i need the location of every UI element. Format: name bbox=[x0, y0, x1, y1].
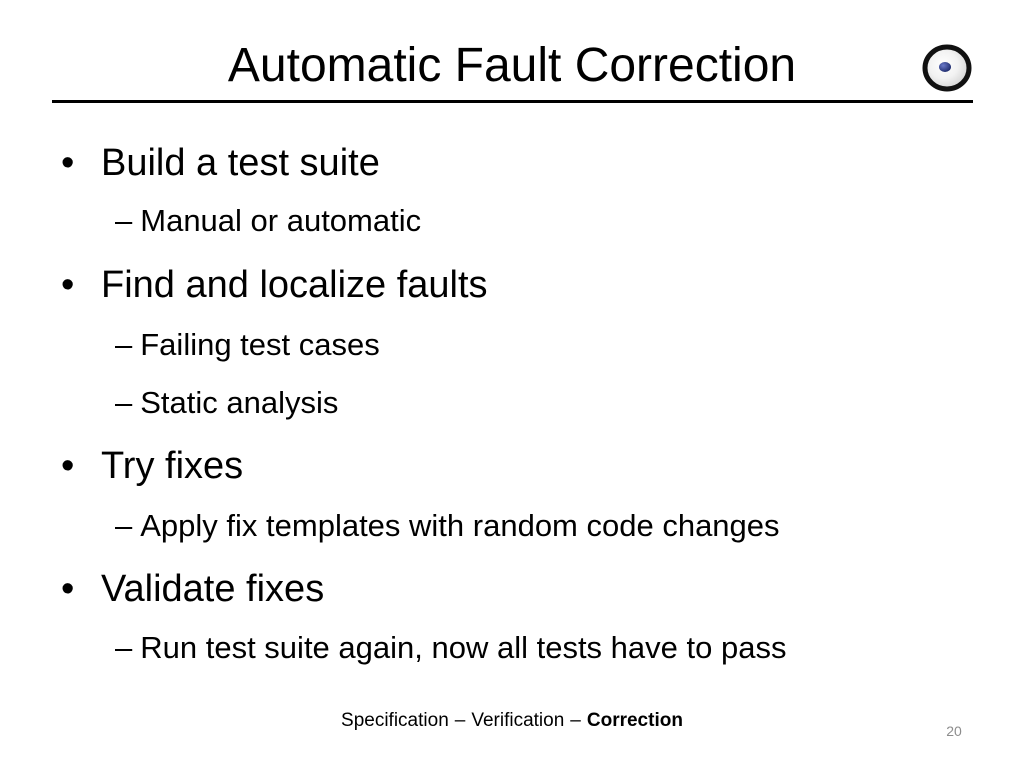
sub-bullet-text: Static analysis bbox=[140, 385, 339, 420]
bullet-item: • Build a test suite bbox=[61, 141, 380, 185]
sub-bullet-text: Apply fix templates with random code cha… bbox=[140, 508, 780, 543]
dash-marker: – bbox=[115, 385, 133, 420]
footer-specification: Specification bbox=[341, 710, 449, 731]
sub-bullet-text: Failing test cases bbox=[140, 327, 380, 362]
bullet-item: • Find and localize faults bbox=[61, 263, 488, 307]
bullet-item: • Validate fixes bbox=[61, 567, 325, 611]
bullet-item: • Try fixes bbox=[61, 444, 244, 488]
dash-marker: – bbox=[115, 327, 133, 362]
footer-verification: Verification bbox=[471, 710, 565, 731]
slide-title: Automatic Fault Correction bbox=[227, 39, 797, 92]
bullet-marker: • bbox=[61, 142, 75, 184]
bullet-text: Validate fixes bbox=[101, 568, 325, 610]
sub-bullet-item: –Failing test cases bbox=[115, 326, 380, 364]
bullet-text: Try fixes bbox=[101, 445, 244, 487]
footer-separator: – bbox=[570, 710, 581, 731]
bullet-marker: • bbox=[61, 264, 75, 306]
dash-marker: – bbox=[115, 630, 133, 665]
sub-bullet-item: –Static analysis bbox=[115, 384, 338, 422]
bullet-list: • Build a test suite –Manual or automati… bbox=[61, 141, 786, 667]
footer-correction: Correction bbox=[586, 710, 683, 731]
slide-footer: Specification–Verification–Correction bbox=[0, 708, 1024, 734]
sub-bullet-text: Manual or automatic bbox=[140, 203, 422, 238]
dash-marker: – bbox=[115, 508, 133, 543]
title-underline bbox=[52, 100, 973, 103]
page-number: 20 bbox=[946, 723, 962, 739]
bullet-marker: • bbox=[61, 568, 75, 610]
sub-bullet-item: –Apply fix templates with random code ch… bbox=[115, 507, 780, 545]
bullet-text: Find and localize faults bbox=[101, 264, 488, 306]
dash-marker: – bbox=[115, 203, 133, 238]
sub-bullet-item: –Run test suite again, now all tests hav… bbox=[115, 629, 786, 667]
sub-bullet-item: –Manual or automatic bbox=[115, 202, 421, 240]
sub-bullet-text: Run test suite again, now all tests have… bbox=[140, 630, 787, 665]
eiffel-ellipse-logo-icon bbox=[917, 37, 973, 97]
bullet-text: Build a test suite bbox=[101, 142, 380, 184]
footer-separator: – bbox=[454, 710, 466, 731]
bullet-marker: • bbox=[61, 445, 75, 487]
